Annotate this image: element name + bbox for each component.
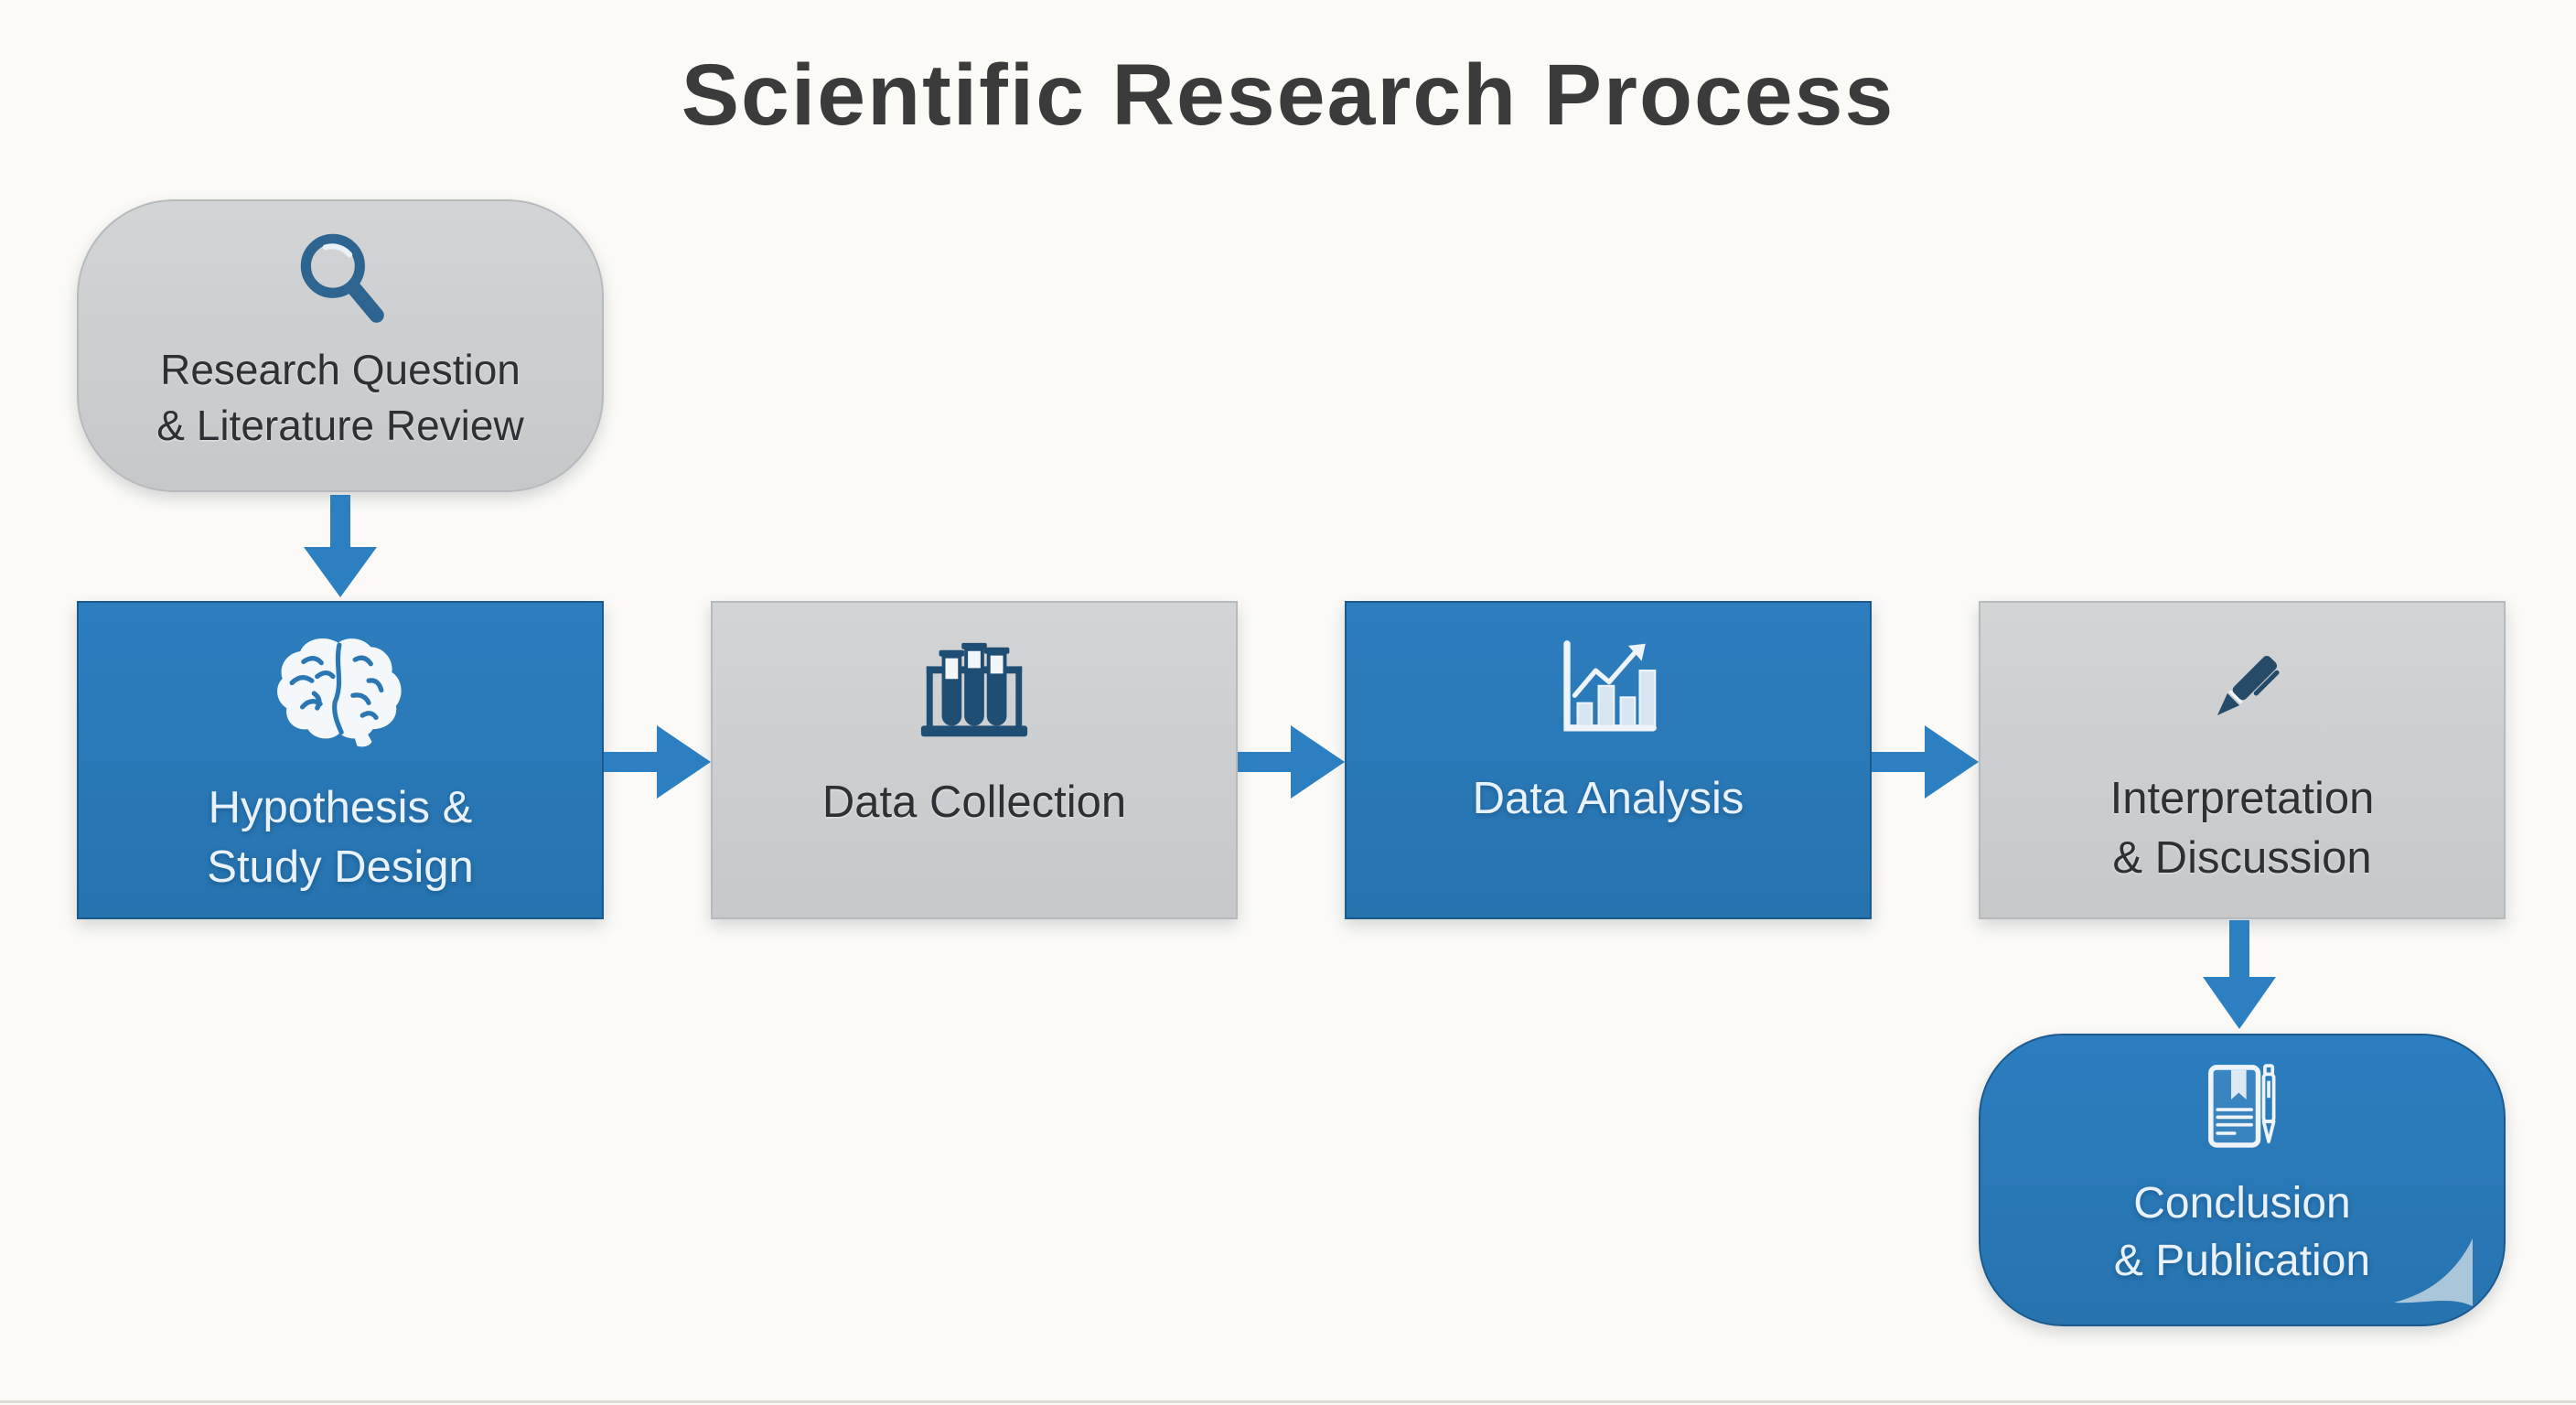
page-title: Scientific Research Process xyxy=(681,47,1895,144)
node-data-collection: Data Collection xyxy=(711,601,1238,919)
search-icon xyxy=(284,223,396,335)
scan-edge-line xyxy=(0,1400,2576,1403)
arrow-right-icon xyxy=(1872,725,1979,799)
node-label: Research Question & Literature Review xyxy=(156,346,524,449)
arrow-right-icon xyxy=(1238,725,1345,799)
brain-icon xyxy=(272,630,409,756)
node-data-analysis: Data Analysis xyxy=(1345,601,1872,919)
node-hypothesis: Hypothesis & Study Design xyxy=(77,601,604,919)
arrow-down-icon xyxy=(2203,920,2276,1029)
node-label: Interpretation & Discussion xyxy=(2109,774,2375,883)
node-label: Data Analysis xyxy=(1472,774,1744,823)
node-conclusion: Conclusion & Publication xyxy=(1979,1034,2506,1326)
test-tubes-icon xyxy=(916,634,1033,751)
document-pen-icon xyxy=(2187,1056,2297,1165)
bar-chart-icon xyxy=(1546,632,1670,747)
node-label: Conclusion & Publication xyxy=(2113,1179,2371,1286)
node-label: Data Collection xyxy=(821,778,1127,827)
node-research-question: Research Question & Literature Review xyxy=(77,199,604,492)
node-interpretation: Interpretation & Discussion xyxy=(1979,601,2506,919)
page-curl-icon xyxy=(2390,1237,2474,1310)
pen-icon xyxy=(2185,634,2299,747)
arrow-down-icon xyxy=(304,495,377,597)
arrow-right-icon xyxy=(604,725,711,799)
node-label: Hypothesis & Study Design xyxy=(207,783,474,892)
